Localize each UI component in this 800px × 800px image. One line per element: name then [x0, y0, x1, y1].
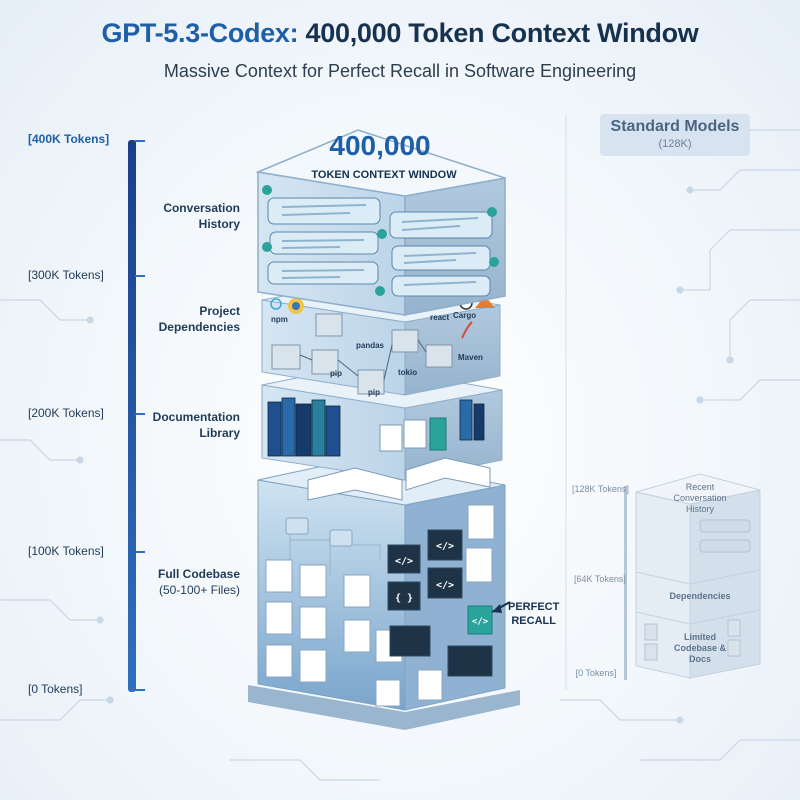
- standard-axis-bar: [624, 486, 627, 680]
- package-label: tokio: [398, 368, 417, 377]
- standard-stack-divider: [689, 569, 761, 585]
- axis-tick: [135, 140, 145, 142]
- package-label: npm: [271, 315, 288, 324]
- standard-tick-0: [0 Tokens]: [575, 668, 617, 678]
- axis-tick: [135, 275, 145, 277]
- code-glyph: { }: [395, 593, 413, 604]
- perfect-recall-callout: PERFECT RECALL: [508, 600, 559, 628]
- package-label: pip: [368, 388, 380, 397]
- standard-stack-divider: [635, 611, 691, 625]
- callout-line: PERFECT: [508, 601, 560, 613]
- title-window: 400,000 Token Context Window: [305, 18, 699, 48]
- tick-label-300k: [300K Tokens]: [28, 268, 104, 282]
- standard-stack-divider: [635, 571, 691, 585]
- package-label: pandas: [356, 341, 385, 350]
- layer-label-line: Conversation: [163, 201, 240, 215]
- standard-layer-conversation: Recent Conversation History: [673, 482, 727, 514]
- title-model: GPT-5.3-Codex:: [101, 18, 299, 48]
- layer-label-codebase: Full Codebase (50-100+ Files): [100, 566, 240, 598]
- package-label: Maven: [458, 353, 483, 362]
- callout-line: RECALL: [511, 615, 556, 627]
- context-window-caption: TOKEN CONTEXT WINDOW: [311, 169, 457, 181]
- tick-label-200k: [200K Tokens]: [28, 406, 104, 420]
- standard-tick-64k: [64K Tokens]: [574, 574, 626, 584]
- page-title: GPT-5.3-Codex: 400,000 Token Context Win…: [0, 18, 800, 49]
- layer-label-line: History: [198, 217, 240, 231]
- tick-label-100k: [100K Tokens]: [28, 544, 104, 558]
- base-plate: [248, 685, 520, 730]
- code-glyph: </>: [395, 556, 413, 567]
- package-label: Cargo: [453, 311, 476, 320]
- layer-label-conversation: Conversation History: [100, 200, 240, 232]
- layer-label-dependencies: Project Dependencies: [100, 303, 240, 335]
- standard-layer-codebase: Limited Codebase & Docs: [673, 632, 726, 664]
- package-label: pip: [330, 369, 342, 378]
- code-glyph: </>: [436, 580, 454, 591]
- axis-tick: [135, 413, 145, 415]
- context-window-number: 400,000: [329, 130, 430, 161]
- code-glyph: </>: [436, 541, 454, 552]
- code-glyph: </>: [472, 617, 489, 627]
- token-axis-bar: [128, 140, 136, 692]
- standard-layer-dependencies: Dependencies: [669, 591, 731, 601]
- standard-bubbles: [699, 519, 751, 553]
- tick-label-400k: [400K Tokens]: [28, 132, 110, 146]
- layer-label-line: Library: [199, 426, 240, 440]
- axis-tick: [135, 551, 145, 553]
- layer-label-line: Dependencies: [158, 320, 240, 334]
- standard-models-title: Standard Models: [610, 118, 740, 135]
- layer-label-line: Documentation: [152, 410, 240, 424]
- page-subtitle: Massive Context for Perfect Recall in So…: [163, 61, 637, 81]
- layer-label-line: Full Codebase: [157, 567, 240, 581]
- package-label: react: [430, 313, 449, 322]
- layer-label-documentation: Documentation Library: [100, 409, 240, 441]
- tick-label-0: [0 Tokens]: [28, 682, 83, 696]
- standard-tick-128k: [128K Tokens]: [572, 484, 629, 494]
- standard-files: [644, 619, 741, 661]
- axis-tick: [135, 689, 145, 691]
- codebase-block: </> </> </> { } </>: [257, 457, 511, 711]
- layer-label-line: Project: [199, 304, 240, 318]
- standard-models-subtitle: (128K): [658, 138, 692, 150]
- layer-label-line: (50-100+ Files): [158, 583, 240, 597]
- conversation-block: 400,000 TOKEN CONTEXT WINDOW: [255, 129, 506, 316]
- standard-models-box: Standard Models (128K): [600, 114, 750, 156]
- standard-stack-top: [635, 473, 761, 505]
- standard-stack-divider: [689, 609, 761, 625]
